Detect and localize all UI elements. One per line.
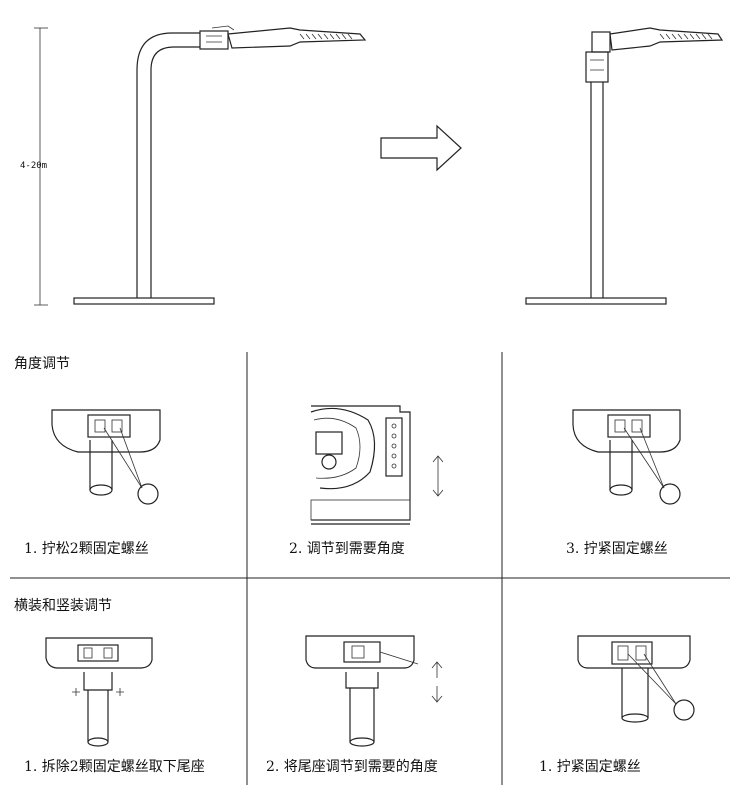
section-title-orientation-adjustment: 横装和竖装调节 bbox=[14, 598, 112, 614]
luminaire-horizontal bbox=[199, 25, 367, 50]
step-illustration-tighten-2 bbox=[577, 635, 695, 723]
panel-grid bbox=[10, 352, 730, 785]
up-arrow-icon-2 bbox=[431, 661, 443, 678]
section-title-angle-adjustment: 角度调节 bbox=[14, 356, 70, 372]
step-illustration-adjust-tail bbox=[305, 635, 443, 747]
step-caption-1-2: 2. 调节到需要角度 bbox=[289, 541, 405, 557]
step-caption-1-3: 3. 拧紧固定螺丝 bbox=[566, 541, 668, 557]
up-arrow-icon bbox=[432, 455, 444, 476]
step-caption-2-1: 1. 拆除2颗固定螺丝取下尾座 bbox=[24, 759, 205, 775]
down-arrow-icon-2 bbox=[431, 686, 443, 703]
step-caption-1-1: 1. 拧松2颗固定螺丝 bbox=[24, 541, 149, 557]
right-arrow-icon bbox=[380, 124, 462, 172]
step-illustration-loosen bbox=[51, 409, 161, 505]
base-plate bbox=[73, 297, 215, 305]
luminaire-vertical bbox=[591, 27, 724, 53]
step-caption-2-3: 1. 拧紧固定螺丝 bbox=[539, 759, 641, 775]
vertical-mount-pole-drawing bbox=[525, 27, 724, 305]
height-label: 4-20m bbox=[20, 161, 47, 171]
step-illustration-adjust-angle bbox=[310, 405, 444, 525]
horizontal-mount-pole-drawing: 4-20m bbox=[20, 25, 367, 306]
step-illustration-remove-tail bbox=[45, 637, 153, 747]
base-plate-right bbox=[525, 297, 667, 305]
step-illustration-tighten bbox=[572, 409, 681, 505]
down-arrow-icon bbox=[432, 476, 444, 497]
step-caption-2-2: 2. 将尾座调节到需要的角度 bbox=[266, 759, 438, 775]
